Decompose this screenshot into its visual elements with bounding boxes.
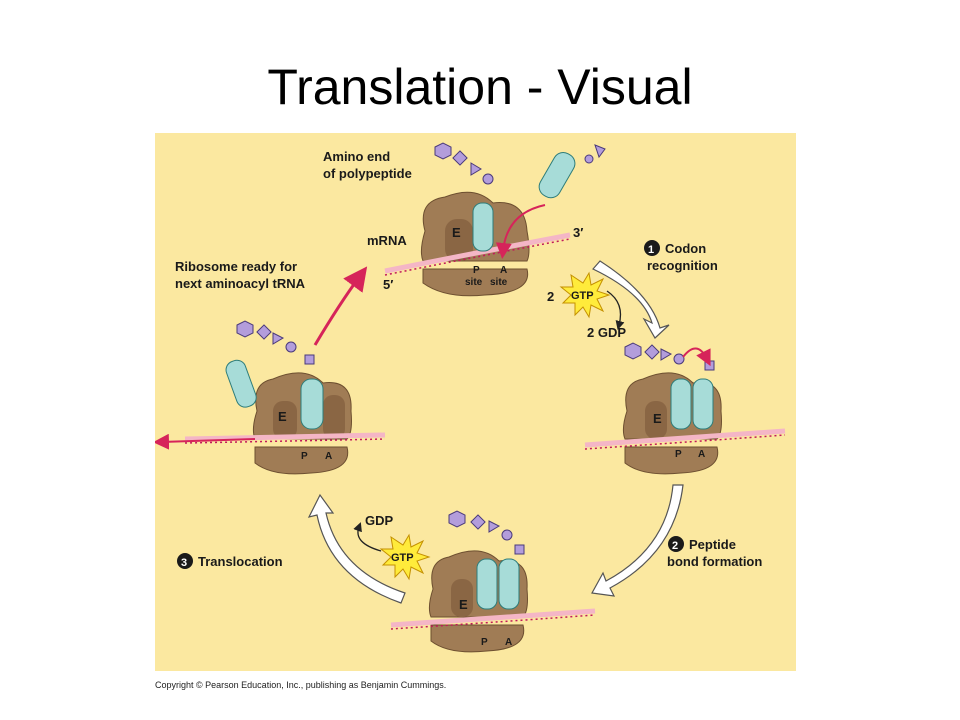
slide-title: Translation - Visual (267, 59, 693, 115)
step1-label-1: Codon (665, 241, 706, 256)
a-site-word-top: site (490, 277, 508, 288)
ribosome-left (153, 320, 386, 475)
step2-badge: 2 (668, 536, 684, 552)
p-site-label-bottom: P (481, 637, 488, 648)
step2-label-1: Peptide (689, 537, 736, 552)
gtp-count-label: 2 (547, 289, 554, 304)
a-site-label-left: A (325, 451, 332, 462)
e-site-label-right: E (653, 411, 662, 426)
step3-badge: 3 (177, 553, 193, 569)
cycle-arrow-translocation (307, 493, 406, 604)
ribosome-ready-label-1: Ribosome ready for (175, 259, 297, 274)
copyright-notice: Copyright © Pearson Education, Inc., pub… (155, 680, 447, 690)
step2-number: 2 (672, 540, 678, 552)
gtp-burst-step1: GTP (559, 271, 611, 319)
amino-end-label-2: of polypeptide (323, 166, 412, 181)
p-site-label-right: P (675, 449, 682, 460)
step3-number: 3 (181, 557, 187, 569)
cycle-arrow-codon-recognition (592, 260, 670, 339)
ribosome-top (384, 142, 606, 297)
ribosome-bottom (390, 510, 596, 653)
gtp-label-step3: GTP (391, 552, 414, 564)
gtp-label-step1: GTP (571, 290, 594, 302)
three-prime-label: 3′ (573, 225, 583, 240)
ribosome-ready-label-2: next aminoacyl tRNA (175, 276, 306, 291)
two-gdp-label: 2 GDP (587, 325, 626, 340)
p-site-word-top: site (465, 277, 483, 288)
a-site-label-right: A (698, 449, 705, 460)
step1-badge: 1 (644, 240, 660, 256)
a-site-label-bottom: A (505, 637, 512, 648)
step3-label: Translocation (198, 554, 283, 569)
p-site-label-left: P (301, 451, 308, 462)
a-site-label-top: A (500, 265, 507, 276)
gdp-label: GDP (365, 513, 394, 528)
mrna-label: mRNA (367, 233, 407, 248)
step1-label-2: recognition (647, 258, 718, 273)
e-site-label-left: E (278, 409, 287, 424)
p-site-label-top: P (473, 265, 480, 276)
gtp-burst-step3: GTP (379, 533, 431, 581)
step2-label-2: bond formation (667, 554, 762, 569)
e-site-label-top: E (452, 225, 461, 240)
translation-diagram: Amino end of polypeptide mRNA 3′ 5′ E P … (153, 133, 796, 671)
five-prime-label: 5′ (383, 277, 393, 292)
ribosome-right (584, 342, 786, 475)
e-site-label-bottom: E (459, 597, 468, 612)
cycle-arrow-peptide-bond (591, 484, 684, 597)
step1-number: 1 (648, 244, 654, 256)
amino-end-label-1: Amino end (323, 149, 390, 164)
ribosome-reset-arrow (313, 266, 368, 346)
